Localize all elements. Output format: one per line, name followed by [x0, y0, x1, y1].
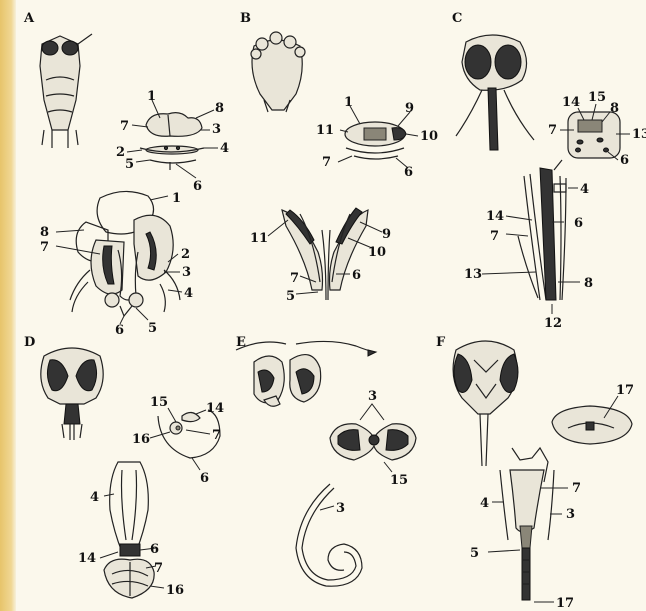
panel-f: F 17 — [436, 335, 634, 611]
a-mp-label-6: 6 — [115, 323, 124, 338]
a-mp-label-2: 2 — [181, 247, 190, 262]
c-mp-label-7: 7 — [490, 229, 499, 244]
panel-label-d: D — [24, 335, 35, 350]
f-mp-label-17: 17 — [556, 596, 574, 611]
panel-f-head-front — [453, 341, 518, 466]
panel-d-head-front — [41, 348, 103, 440]
panel-a-cross-section — [127, 100, 218, 178]
c-mp-label-4: 4 — [580, 182, 589, 197]
panel-e-cross-section — [330, 404, 416, 472]
panel-d-cross-section — [150, 408, 220, 470]
c-xs-label-14: 14 — [562, 95, 580, 110]
b-xs-label-11: 11 — [316, 123, 334, 138]
panel-f-cross-section — [552, 396, 632, 444]
a-xs-label-4: 4 — [220, 141, 229, 156]
panel-a-mouthparts — [56, 191, 182, 324]
d-mp-label-4: 4 — [90, 490, 99, 505]
b-xs-label-7: 7 — [322, 155, 331, 170]
e-xs-label-15: 15 — [390, 473, 408, 488]
c-mp-label-6: 6 — [574, 216, 583, 231]
b-xs-label-1: 1 — [344, 95, 353, 110]
f-mp-label-4: 4 — [480, 496, 489, 511]
panel-a: A — [23, 11, 229, 338]
f-mp-label-7: 7 — [572, 481, 581, 496]
a-mp-label-3: 3 — [182, 265, 191, 280]
c-mp-label-14: 14 — [486, 209, 504, 224]
d-xs-label-14: 14 — [206, 401, 224, 416]
f-mp-label-3: 3 — [566, 507, 575, 522]
a-xs-label-2: 2 — [116, 145, 125, 160]
panel-d: D 15 14 16 7 6 — [24, 335, 224, 598]
c-xs-label-13: 13 — [632, 127, 646, 142]
c-xs-label-8: 8 — [610, 101, 619, 116]
b-mp-label-9: 9 — [382, 227, 391, 242]
c-xs-label-6: 6 — [620, 153, 629, 168]
panel-a-head-front — [40, 34, 92, 148]
d-xs-label-16: 16 — [132, 432, 150, 447]
panel-label-c: C — [452, 11, 462, 26]
a-xs-label-6: 6 — [193, 179, 202, 194]
a-mp-label-8: 8 — [40, 225, 49, 240]
a-mp-label-7: 7 — [40, 240, 49, 255]
f-xs-label-17: 17 — [616, 383, 634, 398]
d-mp-label-7: 7 — [154, 561, 163, 576]
a-mp-label-5: 5 — [148, 321, 157, 336]
panel-f-mouthparts — [488, 448, 568, 602]
b-xs-label-6: 6 — [404, 165, 413, 180]
a-xs-label-3: 3 — [212, 122, 221, 137]
c-mp-label-12: 12 — [544, 316, 562, 331]
c-xs-label-7: 7 — [548, 123, 557, 138]
d-xs-label-6: 6 — [200, 471, 209, 486]
c-mp-label-8: 8 — [584, 276, 593, 291]
a-xs-label-8: 8 — [215, 101, 224, 116]
panel-b-head-front — [251, 32, 305, 112]
b-mp-label-6: 6 — [352, 268, 361, 283]
panel-b: B — [240, 11, 438, 304]
b-xs-label-9: 9 — [405, 101, 414, 116]
a-xs-label-7: 7 — [120, 119, 129, 134]
panel-d-mouthparts — [100, 462, 164, 598]
panel-c-cross-section — [560, 104, 630, 160]
panel-e-head — [236, 341, 376, 406]
d-mp-label-16: 16 — [166, 583, 184, 598]
f-mp-label-5: 5 — [470, 546, 479, 561]
b-mp-label-11: 11 — [250, 231, 268, 246]
e-mp-label-3: 3 — [336, 501, 345, 516]
b-mp-label-10: 10 — [368, 245, 386, 260]
panel-label-b: B — [240, 11, 251, 26]
d-xs-label-15: 15 — [150, 395, 168, 410]
c-mp-label-13: 13 — [464, 267, 482, 282]
panel-label-a: A — [23, 11, 35, 26]
panel-c: C 14 — [452, 11, 646, 331]
d-xs-label-7: 7 — [212, 428, 221, 443]
d-mp-label-14: 14 — [78, 551, 96, 566]
panel-c-head-front — [456, 35, 534, 150]
b-mp-label-7: 7 — [290, 271, 299, 286]
e-xs-label-3: 3 — [368, 389, 377, 404]
c-xs-label-15: 15 — [588, 90, 606, 105]
d-mp-label-6: 6 — [150, 542, 159, 557]
a-xs-label-5: 5 — [125, 157, 134, 172]
panel-label-f: F — [436, 335, 446, 350]
a-mp-label-4: 4 — [184, 286, 193, 301]
b-mp-label-5: 5 — [286, 289, 295, 304]
b-xs-label-10: 10 — [420, 129, 438, 144]
panel-e: E 3 15 — [236, 335, 416, 586]
panel-e-proboscis — [296, 484, 362, 586]
a-mp-label-1: 1 — [172, 191, 181, 206]
a-xs-label-1: 1 — [147, 89, 156, 104]
panel-b-mouthparts — [268, 208, 382, 300]
